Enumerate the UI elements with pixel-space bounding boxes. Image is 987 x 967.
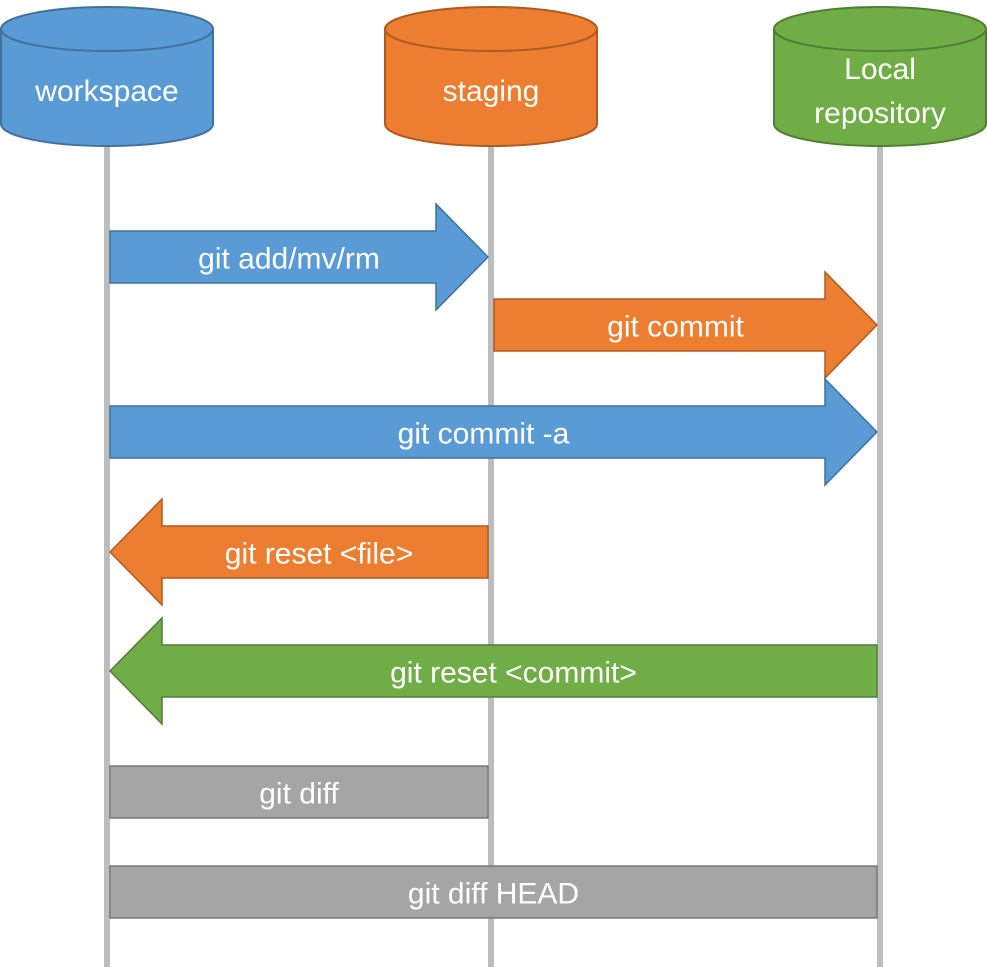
database-body: [384, 28, 598, 147]
bar-git-diff-head: [109, 865, 878, 919]
lane-lines: [104, 124, 883, 967]
arrow-git-add-mv-rm: [109, 202, 490, 312]
database-workspace: workspace: [0, 6, 214, 147]
database-local-repository: Local repository: [773, 6, 987, 147]
database-staging: staging: [384, 6, 598, 147]
database-label: Local: [844, 53, 916, 86]
command-git-commit-a: git commit -a: [109, 377, 879, 487]
command-label-git-reset-commit: git reset <commit>: [390, 657, 637, 690]
command-label-git-diff: git diff: [259, 778, 339, 811]
database-label: workspace: [34, 75, 178, 108]
lane-heads: workspace staging Local repository: [0, 6, 987, 147]
database-body: [0, 28, 214, 147]
command-git-reset-file: git reset <file>: [108, 497, 489, 607]
command-git-commit: git commit: [493, 270, 879, 380]
database-top: [773, 6, 987, 52]
command-git-diff-head: git diff HEAD: [109, 865, 878, 919]
database-label: staging: [443, 75, 540, 108]
command-label-git-add-mv-rm: git add/mv/rm: [198, 243, 380, 276]
database-top: [0, 6, 214, 52]
command-git-add-mv-rm: git add/mv/rm: [109, 202, 490, 312]
command-shapes: git add/mv/rm git commit git commit -a git …: [108, 202, 879, 919]
arrow-git-reset-commit: [108, 616, 878, 726]
command-label-git-commit: git commit: [607, 311, 744, 344]
arrow-git-commit-a: [109, 377, 879, 487]
command-label-git-reset-file: git reset <file>: [225, 538, 413, 571]
command-git-reset-commit: git reset <commit>: [108, 616, 878, 726]
arrow-git-commit: [493, 270, 879, 380]
arrow-git-reset-file: [108, 497, 489, 607]
command-label-git-diff-head: git diff HEAD: [408, 878, 579, 911]
database-top: [384, 6, 598, 52]
database-label: repository: [814, 97, 946, 130]
database-body: [773, 28, 987, 147]
command-label-git-commit-a: git commit -a: [398, 418, 570, 451]
bar-git-diff: [109, 765, 489, 819]
command-git-diff: git diff: [109, 765, 489, 819]
